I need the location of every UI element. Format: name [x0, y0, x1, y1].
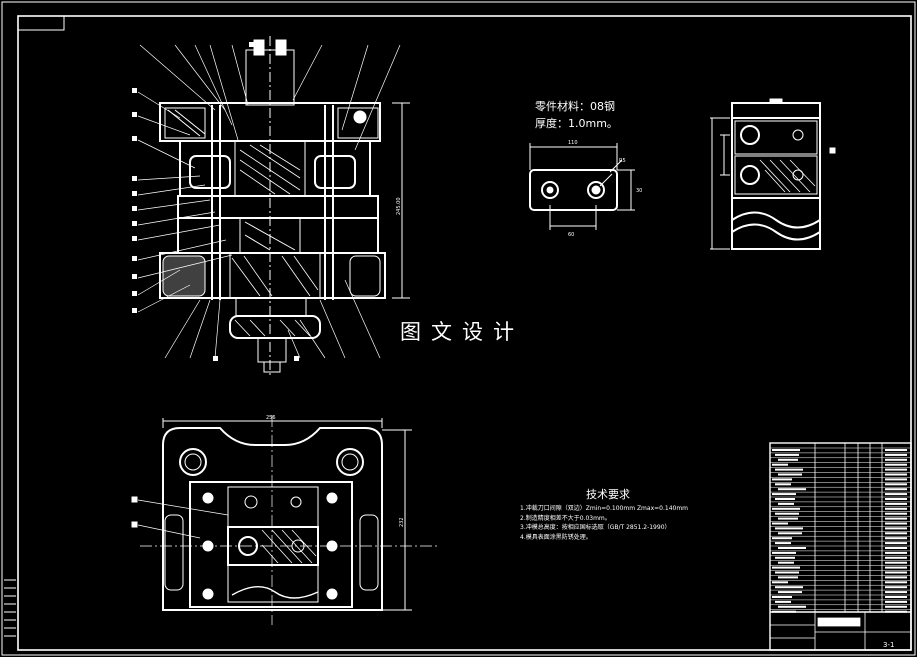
parts-list-mark — [885, 502, 907, 505]
left-edge-ticks — [4, 579, 16, 637]
parts-list-mark — [772, 478, 792, 481]
side-view — [710, 98, 836, 250]
parts-list-mark — [885, 596, 907, 598]
thickness-label: 厚度：1.0mm。 — [535, 117, 618, 130]
tech-req-line: 2.制造精度相差不大于0.03mm。 — [520, 515, 611, 522]
parts-list-mark — [885, 522, 907, 525]
sheet-number: 3-1 — [883, 641, 895, 649]
parts-list-mark — [885, 488, 907, 491]
base-plan-view — [131, 415, 440, 625]
parts-list-mark — [772, 522, 788, 525]
parts-list-mark — [885, 449, 907, 451]
parts-list-mark — [778, 605, 806, 608]
parts-list-mark — [772, 581, 788, 584]
parts-list-mark — [885, 473, 907, 476]
parts-list-mark — [778, 532, 802, 535]
parts-list-mark — [885, 581, 907, 584]
parts-list-mark — [885, 483, 907, 486]
parts-list-mark — [775, 556, 795, 559]
parts-list-mark — [885, 532, 907, 535]
parts-list-mark — [775, 453, 799, 456]
parts-list-mark — [772, 449, 800, 451]
parts-list-mark — [778, 561, 794, 564]
tech-req-line: 4.模具表面涂黑防锈处理。 — [520, 534, 592, 541]
parts-list-mark — [885, 547, 907, 549]
parts-list-mark — [778, 473, 802, 476]
dim-part-radius: R5 — [619, 158, 626, 164]
parts-list-mark — [772, 493, 796, 496]
parts-list-mark — [778, 517, 798, 520]
parts-list-mark — [778, 576, 798, 579]
parts-list-mark — [772, 537, 792, 540]
parts-list-mark — [775, 468, 803, 471]
parts-list-mark — [885, 458, 907, 461]
parts-list-mark — [885, 551, 907, 554]
parts-list-mark — [885, 493, 907, 496]
parts-list-mark — [885, 512, 907, 515]
parts-list-mark — [885, 566, 907, 569]
parts-list-mark — [885, 537, 907, 540]
parts-list-mark — [775, 498, 795, 500]
tech-req-title: 技术要求 — [586, 488, 630, 501]
dim-part-height: 30 — [636, 188, 642, 194]
dim-base-width: 256 — [266, 415, 276, 421]
parts-list-mark — [885, 605, 907, 608]
tech-req-line: 3.冲模总高度：按相应国标选取（GB/T 2851.2-1990） — [520, 524, 671, 531]
corner-block — [17, 15, 65, 31]
dim-hole-spacing: 60 — [568, 232, 574, 238]
parts-list-mark — [885, 542, 907, 545]
parts-list-mark — [775, 527, 803, 530]
parts-list-mark — [885, 591, 907, 594]
parts-list-mark — [885, 463, 907, 466]
parts-list-mark — [778, 591, 802, 594]
parts-list-mark — [885, 478, 907, 481]
parts-list-mark — [775, 586, 803, 589]
parts-list-mark — [775, 600, 791, 603]
parts-list-mark — [772, 596, 792, 598]
parts-list-mark — [885, 556, 907, 559]
parts-list-mark — [775, 542, 791, 545]
inner-border — [17, 15, 912, 651]
part-drawing — [529, 143, 635, 230]
parts-list-mark — [778, 502, 794, 505]
parts-list-mark — [772, 551, 796, 554]
parts-list-mark — [778, 488, 806, 491]
parts-list-mark — [778, 547, 806, 549]
parts-list-mark — [885, 571, 907, 574]
parts-list-mark — [885, 561, 907, 564]
parts-list-mark — [885, 498, 907, 500]
title-block — [769, 442, 912, 651]
dim-part-width: 110 — [568, 140, 578, 146]
parts-list-mark — [885, 517, 907, 520]
parts-list-mark — [885, 507, 907, 510]
parts-list-mark — [775, 571, 799, 574]
parts-list-mark — [772, 610, 796, 613]
parts-list-mark — [885, 468, 907, 471]
parts-list-mark — [772, 507, 800, 510]
parts-list-mark — [775, 512, 799, 515]
parts-list-mark — [775, 483, 791, 486]
material-label: 零件材料：08钢 — [535, 100, 615, 113]
parts-list-mark — [885, 586, 907, 589]
parts-list-mark — [772, 566, 800, 569]
parts-list-mark — [885, 610, 907, 613]
parts-list-mark — [885, 600, 907, 603]
dim-base-height: 232 — [399, 517, 405, 527]
watermark-text: 图文设计 — [400, 320, 524, 344]
parts-list-mark — [885, 576, 907, 579]
parts-list-rows — [770, 447, 911, 613]
parts-list-mark — [778, 458, 798, 461]
parts-list-mark — [885, 453, 907, 456]
dim-die-height: 245.00 — [396, 198, 402, 216]
tech-req-line: 1.冲裁刀口间隙（双边）Zmin=0.100mm Zmax=0.140mm — [520, 505, 689, 512]
parts-list-mark — [772, 463, 788, 466]
parts-list-mark — [885, 527, 907, 530]
die-assembly-section — [132, 36, 410, 375]
